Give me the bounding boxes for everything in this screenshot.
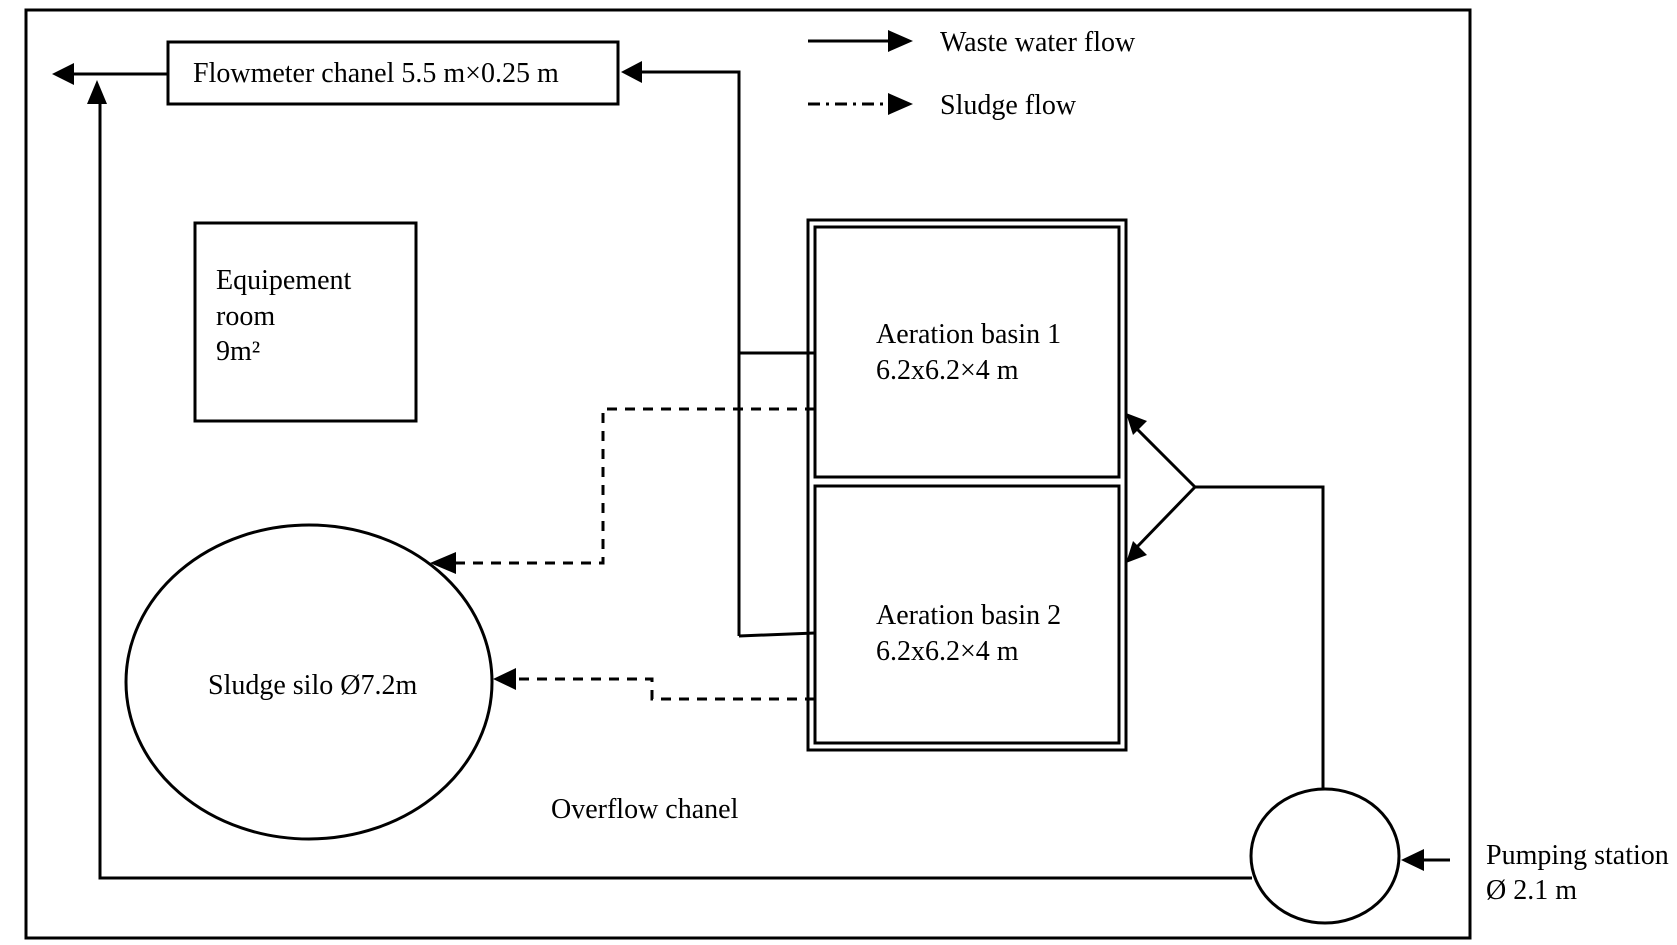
equipment-room: Equipement room 9m² (193, 221, 418, 423)
splitter-arrowhead-basin-2 (1126, 541, 1147, 563)
legend-sludge-arrowhead (888, 93, 913, 115)
basin-2-label-line2: 6.2x6.2×4 m (876, 636, 1019, 667)
flowmeter-label: Flowmeter chanel 5.5 m×0.25 m (193, 58, 559, 89)
splitter-branch-basin-2 (1134, 485, 1197, 550)
sludge-line-basin-1 (456, 407, 815, 565)
overflow-channel-line (98, 102, 1252, 880)
site-boundary (24, 8, 1472, 940)
pumping-station-label-line2: Ø 2.1 m (1486, 875, 1577, 906)
basin-1-box (813, 225, 1121, 479)
pump-riser-line (1195, 485, 1325, 789)
flowmeter-inlet-arrowhead (621, 61, 642, 83)
basin-2-box (813, 484, 1121, 745)
overflow-channel-label: Overflow chanel (551, 794, 739, 825)
equipment-room-box (193, 221, 418, 423)
sludge-flow (430, 407, 815, 701)
sludge-arrowhead-basin-1 (430, 552, 456, 574)
overflow-arrowhead (87, 80, 107, 104)
equipment-room-label-line1: Equipement (216, 265, 352, 296)
sludge-silo-label: Sludge silo Ø7.2m (208, 670, 417, 701)
basin-1-label-line2: 6.2x6.2×4 m (876, 355, 1019, 386)
basin-2-label-line1: Aeration basin 2 (876, 600, 1061, 631)
legend-waste-water-label: Waste water flow (940, 27, 1136, 58)
basins-outer-wall (806, 218, 1128, 752)
waste-water-flow (52, 61, 1450, 880)
equipment-room-label-line2: room (216, 301, 275, 332)
sludge-arrowhead-basin-2 (493, 668, 516, 690)
basin-2-outlet-line (738, 631, 816, 638)
pumping-station-shape (1249, 787, 1401, 925)
pumping-station: Pumping station Ø 2.1 m (1249, 787, 1669, 925)
splitter-arrowhead-basin-1 (1126, 413, 1147, 435)
pumping-station-label-line1: Pumping station (1486, 840, 1669, 871)
inflow-arrowhead (1401, 849, 1424, 871)
sludge-silo-shape (124, 523, 494, 841)
sludge-silo: Sludge silo Ø7.2m (124, 523, 494, 841)
flowmeter-channel: Flowmeter chanel 5.5 m×0.25 m (166, 40, 620, 106)
sludge-line-basin-2 (516, 677, 815, 701)
legend-sludge-label: Sludge flow (940, 90, 1077, 121)
legend-waste-water-arrowhead (888, 30, 913, 52)
aeration-basins: Aeration basin 1 6.2x6.2×4 m Aeration ba… (806, 218, 1128, 752)
basin-1-label-line1: Aeration basin 1 (876, 319, 1061, 350)
splitter-branch-basin-1 (1134, 426, 1197, 489)
collector-line (642, 70, 741, 636)
legend: Waste water flow Sludge flow (808, 27, 1136, 121)
equipment-room-label-line3: 9m² (216, 336, 260, 367)
flowmeter-outlet-arrowhead (52, 63, 74, 85)
